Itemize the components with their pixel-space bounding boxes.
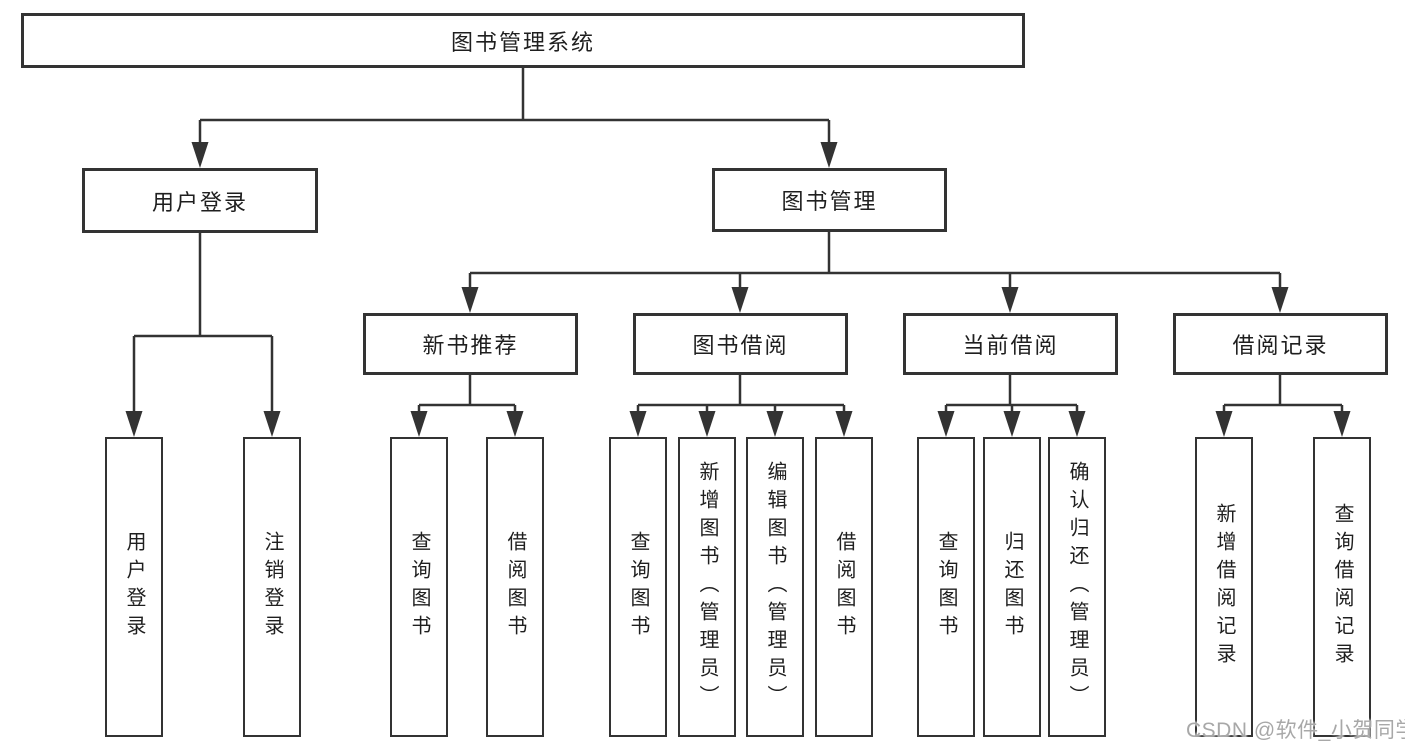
node-user-login: 用户登录 <box>82 168 318 233</box>
node-label: 图书管理系统 <box>450 29 595 55</box>
node-label: 用户登录 <box>151 189 248 215</box>
node-label: 当前借阅 <box>962 333 1059 358</box>
leaf-query-books-borrowing: 查询图书 <box>609 437 667 737</box>
node-label: 借阅记录 <box>1232 333 1329 358</box>
leaf-label: 用户登录 <box>123 531 145 643</box>
leaf-query-books-recommendation: 查询图书 <box>390 437 448 737</box>
node-library-management-system: 图书管理系统 <box>21 13 1025 68</box>
connector-current-borrowing-to-leaves <box>937 375 1086 437</box>
leaf-add-book-admin: 新增图书（管理员） <box>678 437 736 737</box>
node-current-borrowing: 当前借阅 <box>903 313 1118 375</box>
node-borrowing-records: 借阅记录 <box>1173 313 1388 375</box>
node-label: 新书推荐 <box>422 333 519 358</box>
leaf-user-login: 用户登录 <box>105 437 163 737</box>
node-new-book-recommendation: 新书推荐 <box>363 313 578 375</box>
connector-user-login-to-leaves <box>125 233 281 437</box>
leaf-add-borrow-record: 新增借阅记录 <box>1195 437 1253 737</box>
watermark: CSDN @软件_小贺同学 <box>1186 719 1405 742</box>
node-label: 图书借阅 <box>692 333 789 358</box>
leaf-label: 查询图书 <box>935 531 957 643</box>
leaf-label: 借阅图书 <box>833 531 855 643</box>
leaf-query-books-current: 查询图书 <box>917 437 975 737</box>
leaf-label: 注销登录 <box>261 531 283 643</box>
connector-book-borrowing-to-leaves <box>629 375 853 437</box>
leaf-borrow-books-recommendation: 借阅图书 <box>486 437 544 737</box>
leaf-query-borrow-record: 查询借阅记录 <box>1313 437 1371 737</box>
leaf-label: 借阅图书 <box>504 531 526 643</box>
leaf-borrow-books-borrowing: 借阅图书 <box>815 437 873 737</box>
leaf-label: 归还图书 <box>1001 531 1023 643</box>
leaf-label: 新增图书（管理员） <box>696 461 718 713</box>
leaf-edit-book-admin: 编辑图书（管理员） <box>746 437 804 737</box>
leaf-label: 编辑图书（管理员） <box>764 461 786 713</box>
node-book-borrowing: 图书借阅 <box>633 313 848 375</box>
leaf-label: 新增借阅记录 <box>1213 503 1235 671</box>
leaf-label: 查询图书 <box>408 531 430 643</box>
connector-borrowing-records-to-leaves <box>1215 375 1351 437</box>
leaf-label: 确认归还（管理员） <box>1066 461 1088 713</box>
leaf-return-book: 归还图书 <box>983 437 1041 737</box>
connector-root-to-level1 <box>191 68 838 168</box>
node-label: 图书管理 <box>781 189 878 214</box>
connector-book-management-to-level2 <box>461 232 1289 313</box>
node-book-management: 图书管理 <box>712 168 947 232</box>
leaf-confirm-return-admin: 确认归还（管理员） <box>1048 437 1106 737</box>
connector-new-book-recommendation-to-leaves <box>410 375 524 437</box>
leaf-label: 查询图书 <box>627 531 649 643</box>
leaf-label: 查询借阅记录 <box>1331 503 1353 671</box>
leaf-logout: 注销登录 <box>243 437 301 737</box>
